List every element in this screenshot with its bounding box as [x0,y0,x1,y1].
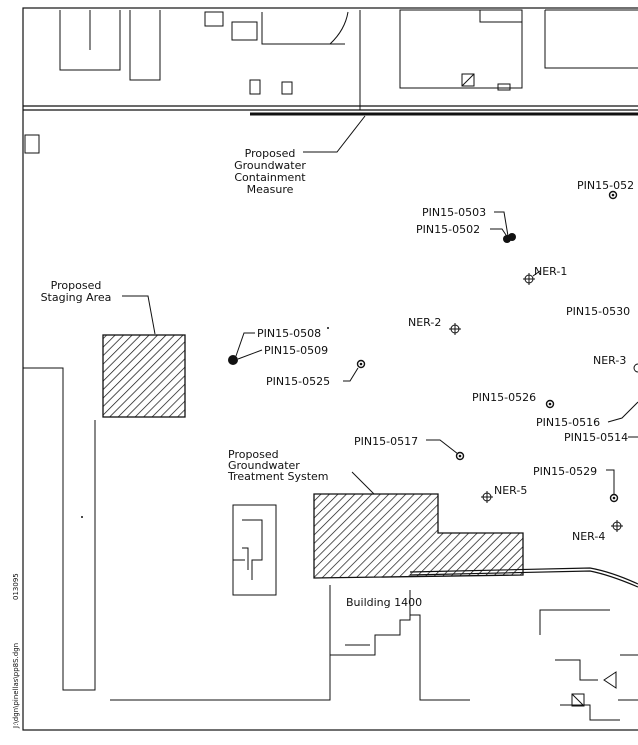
building-1400 [329,585,470,701]
svg-text:Treatment System: Treatment System [227,470,329,483]
drawing-number-text: 013095 [12,573,20,600]
ner-label-4: NER-4 [572,530,605,543]
well-label-0529: PIN15-0529 [533,465,597,478]
containment-label: Proposed Groundwater Containment Measure [234,147,306,196]
ner-points: NER-1 NER-2 NER-3 NER-4 NER-5 [408,265,638,543]
south-arrow [603,671,617,689]
north-structures [59,9,638,110]
outbuilding [232,504,277,596]
ner-label-1: NER-1 [534,265,567,278]
southeast-structure [539,609,638,721]
staging-area [102,334,186,418]
well-marker-0520 [608,190,618,200]
staging-label: Proposed Staging Area [41,279,112,304]
ner-label-2: NER-2 [408,316,441,329]
treatment-system-area [313,493,524,579]
well-marker-0502 [503,235,511,243]
pipeline [409,567,638,585]
well-label-0509: PIN15-0509 [264,344,328,357]
ner-label-5: NER-5 [494,484,527,497]
containment-leader [303,115,366,153]
ner-marker-5 [481,491,493,503]
svg-text:Proposed: Proposed [245,147,296,160]
svg-text:Proposed: Proposed [228,448,279,461]
west-road [23,367,331,701]
well-label-0502: PIN15-0502 [416,223,480,236]
ner-label-3: NER-3 [593,354,626,367]
well-marker-0525 [356,359,366,369]
main-road [23,105,638,116]
ner-marker-4 [611,520,623,532]
survey-dot [327,327,329,329]
well-marker-0508 [228,355,238,365]
ner-marker-2 [449,323,461,335]
treatment-leader [351,471,375,495]
building-label: Building 1400 [346,596,422,609]
ner-marker-1 [523,273,535,285]
well-marker-0517 [455,451,465,461]
well-label-0508: PIN15-0508 [257,327,321,340]
well-marker-0529 [609,493,619,503]
svg-text:Proposed: Proposed [51,279,102,292]
well-label-0514: PIN15-0514 [564,431,628,444]
well-label-0530: PIN15-0530 [566,305,630,318]
well-label-0526: PIN15-0526 [472,391,536,404]
svg-text:Staging Area: Staging Area [41,291,112,304]
map-border [22,7,638,731]
staging-leader [122,295,156,335]
file-path-text: J:\dgn\pinellas\pp8S.dgn [12,643,20,729]
svg-text:Measure: Measure [247,183,294,196]
monitoring-wells: PIN15-0503 PIN15-0502 PIN15-052 PIN15-05… [228,179,638,503]
well-label-0520: PIN15-052 [577,179,634,192]
small-structure [24,134,40,154]
well-label-0525: PIN15-0525 [266,375,330,388]
svg-text:Groundwater: Groundwater [234,159,306,172]
svg-text:Containment: Containment [234,171,306,184]
well-label-0503: PIN15-0503 [422,206,486,219]
treatment-label: Proposed Groundwater Treatment System [227,448,329,483]
svg-text:Groundwater: Groundwater [228,459,300,472]
ner-marker-3 [633,363,638,373]
well-marker-0526 [545,399,555,409]
well-label-0516: PIN15-0516 [536,416,600,429]
well-label-0517: PIN15-0517 [354,435,418,448]
